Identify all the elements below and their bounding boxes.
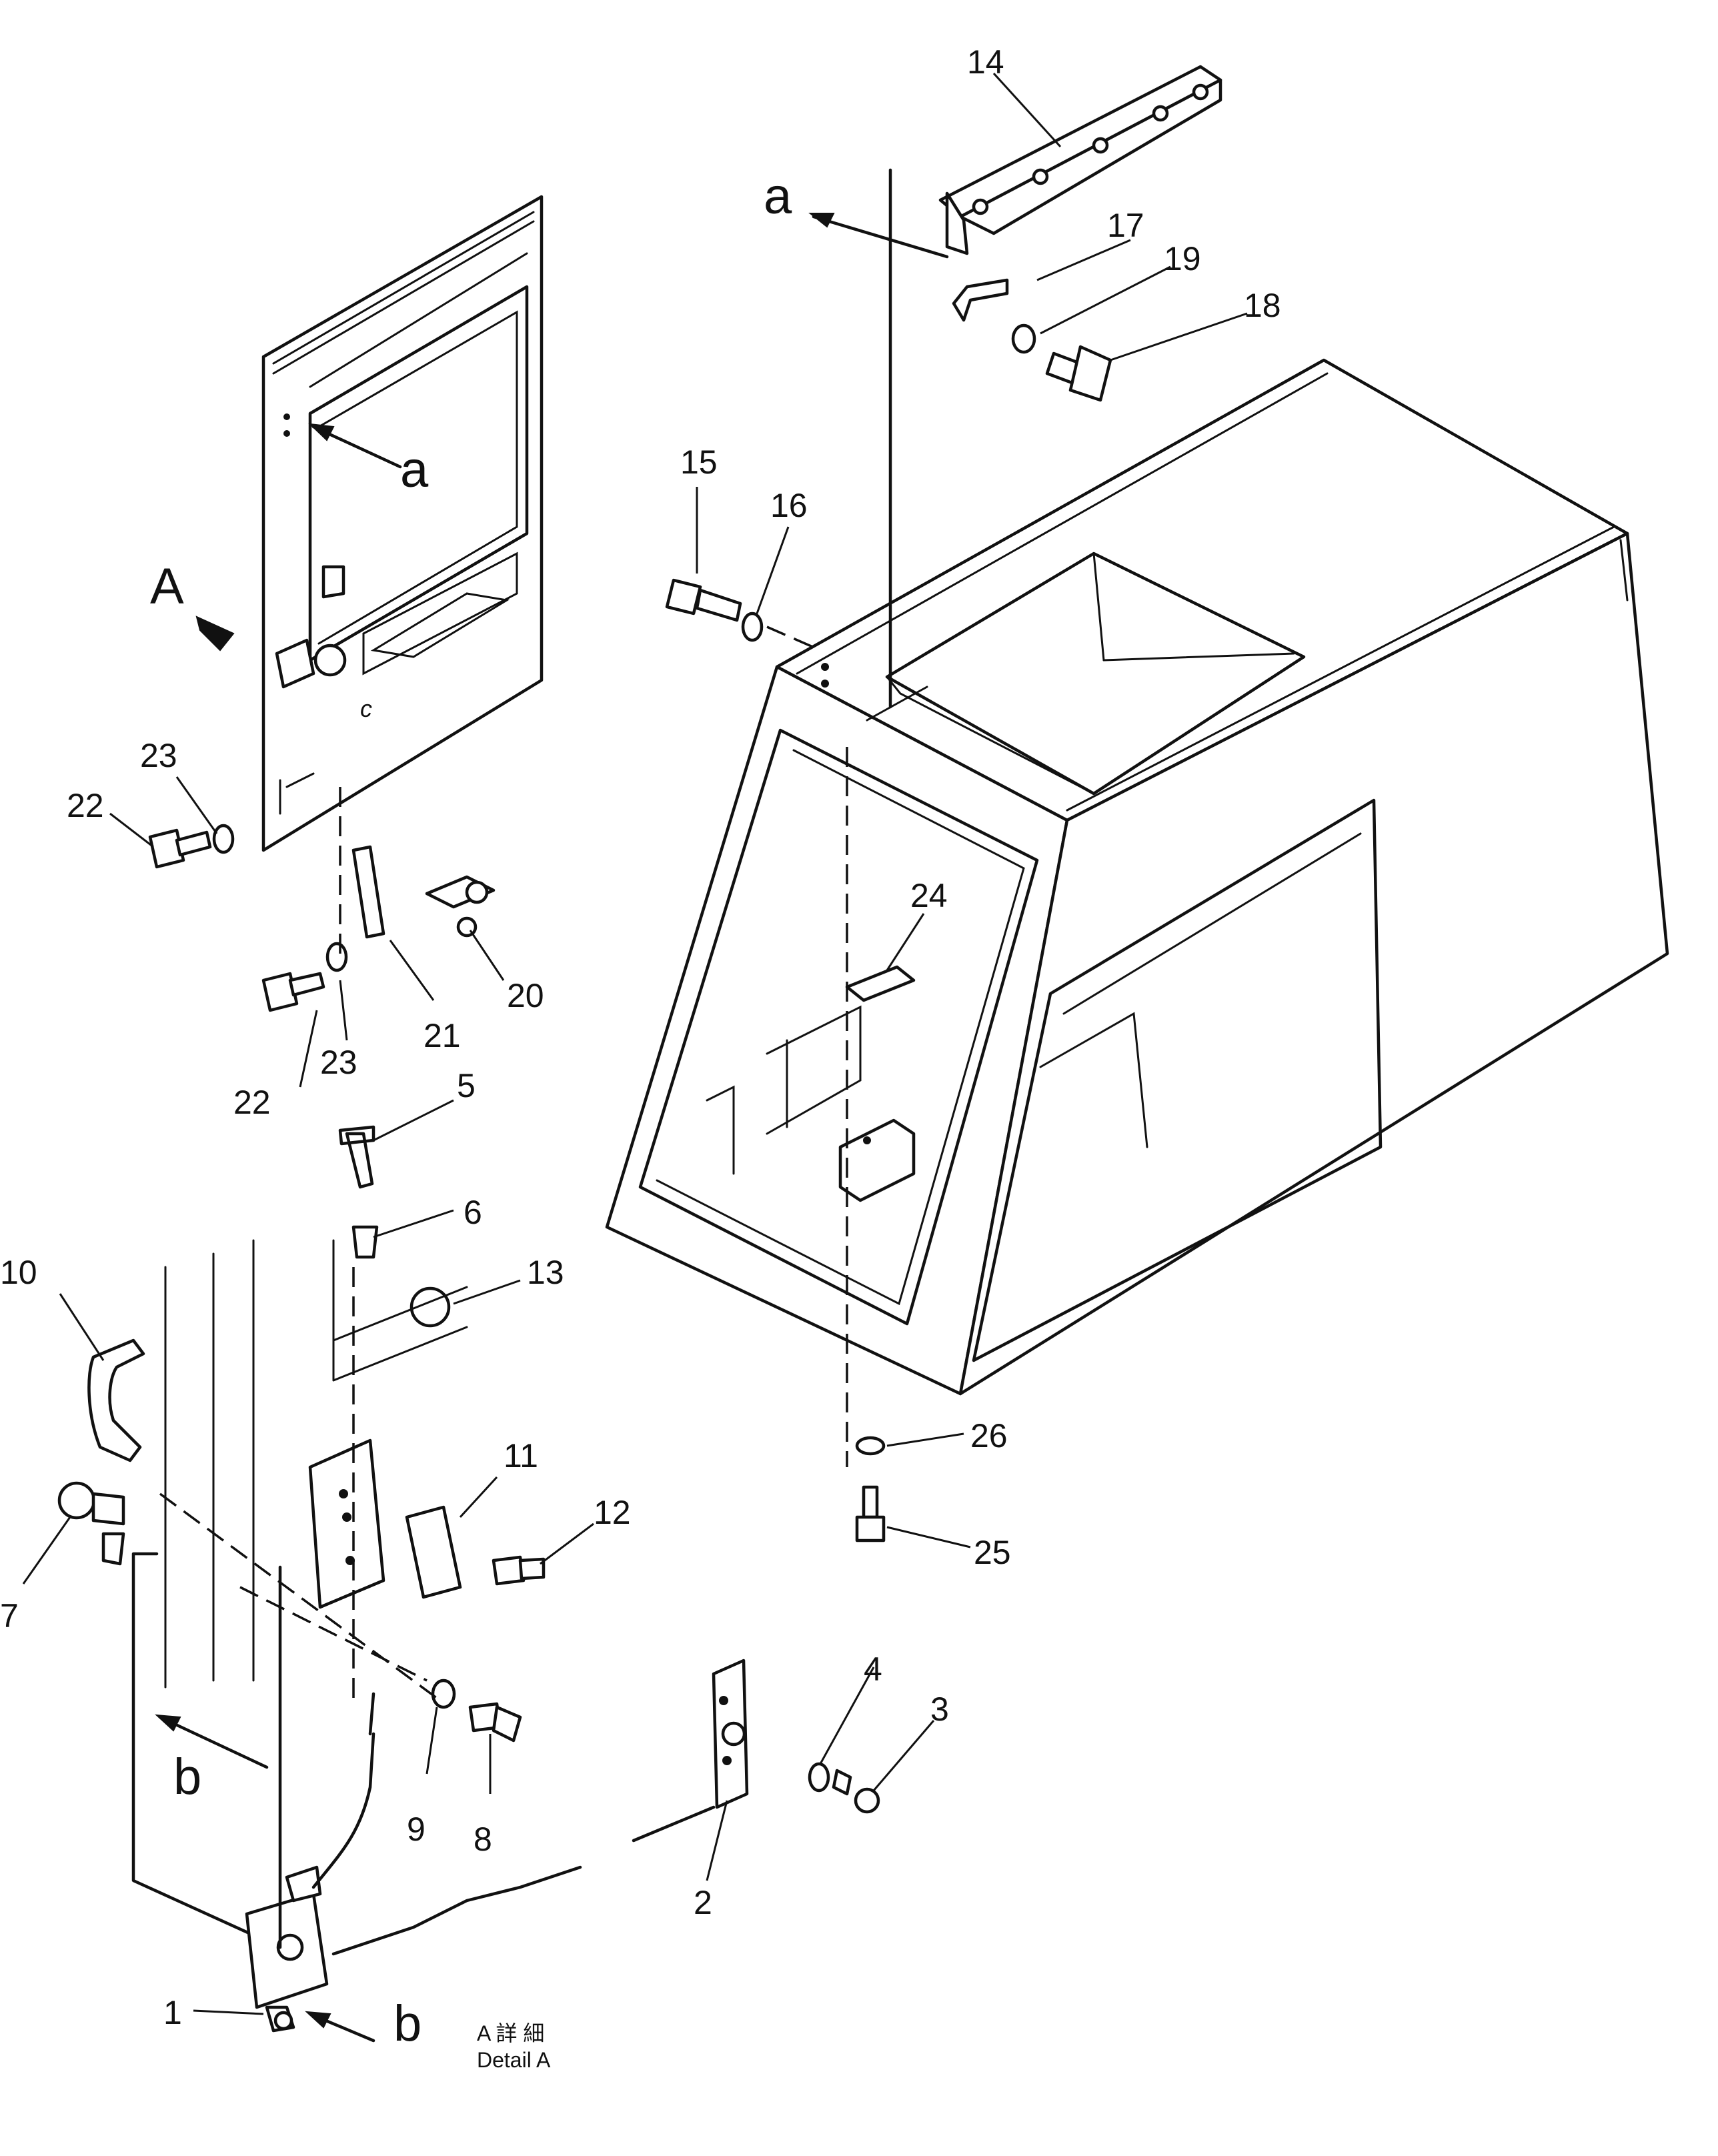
callout-15: 15 [680, 443, 718, 481]
striker-11 [405, 1505, 462, 1599]
direction-arrows [155, 213, 949, 2043]
callout-24: 24 [910, 877, 948, 914]
callout-14: 14 [967, 43, 1004, 81]
bushing-6 [351, 1225, 379, 1259]
marker-a-top: a [764, 168, 792, 225]
cab-door [261, 195, 544, 852]
bolt-22-upper [148, 828, 212, 869]
callout-11: 11 [504, 1437, 538, 1474]
callout-16: 16 [770, 487, 808, 524]
callout-20: 20 [507, 977, 544, 1014]
marker-c: c [360, 695, 372, 722]
callout-6: 6 [464, 1194, 482, 1231]
washer-26 [855, 1436, 886, 1456]
leader-lines [22, 72, 1248, 2015]
detail-note-jp: A 詳 細 [477, 2021, 544, 2045]
pin-5 [338, 1125, 375, 1189]
callout-23-upper: 23 [140, 737, 177, 774]
striker-plate [308, 1438, 385, 1609]
plate-21 [351, 845, 385, 939]
marker-A: A [150, 558, 184, 615]
view-markers: a a A c b b [150, 168, 792, 2052]
latch-plate-2 [712, 1659, 749, 1809]
callout-7: 7 [0, 1597, 19, 1635]
lock-mechanism-1 [245, 1865, 329, 2033]
vertical-rod [311, 1732, 375, 1889]
rail-bracket-14 [938, 65, 1222, 255]
callout-17: 17 [1107, 207, 1144, 244]
clip-17 [952, 278, 1009, 322]
callout-26: 26 [970, 1417, 1008, 1454]
left-frame-lines [164, 1239, 255, 1689]
callout-22-lower: 22 [233, 1084, 271, 1121]
callout-21: 21 [423, 1017, 461, 1054]
callout-12: 12 [594, 1494, 631, 1531]
cab-housing [605, 358, 1669, 1396]
left-panel-bracket [131, 1552, 282, 1949]
callout-9: 9 [407, 1811, 425, 1848]
callout-25: 25 [974, 1534, 1011, 1571]
marker-a-door: a [400, 441, 429, 498]
marker-b-left: b [173, 1749, 201, 1805]
detail-note: A 詳 細 Detail A [477, 2021, 551, 2072]
grab-handle-10 [87, 1338, 145, 1462]
callout-5: 5 [457, 1067, 476, 1104]
lower-frame-lines [332, 1239, 468, 1382]
bolt-8 [468, 1702, 522, 1743]
lock-cylinder-7 [57, 1481, 125, 1566]
callout-4: 4 [864, 1651, 882, 1688]
roller-20 [425, 875, 496, 938]
horizontal-rod [331, 1805, 716, 1956]
vertical-rod-thread [368, 1692, 375, 1736]
marker-b-bottom: b [393, 1995, 421, 2052]
washer-9 [431, 1679, 456, 1709]
callout-23-lower: 23 [320, 1044, 357, 1081]
alignment-lines [159, 168, 892, 1949]
callout-18: 18 [1244, 287, 1281, 324]
bolt-25 [855, 1485, 886, 1542]
washer-16 [741, 612, 764, 642]
callout-1: 1 [163, 1994, 182, 2031]
washer-23-upper [212, 824, 235, 854]
callout-22-upper: 22 [67, 787, 104, 824]
washer-23-lower [325, 942, 348, 972]
callout-19: 19 [1164, 240, 1201, 277]
callout-2: 2 [694, 1884, 712, 1921]
bolt-22-lower [261, 972, 325, 1012]
bolt-15 [665, 578, 742, 622]
washer-19 [1011, 323, 1036, 354]
bolt-3 [832, 1769, 880, 1814]
bolt-12 [492, 1555, 546, 1586]
callout-13: 13 [527, 1254, 564, 1291]
washer-4 [808, 1762, 830, 1793]
callout-labels: 14 17 19 18 15 16 24 26 25 23 22 22 23 2… [0, 43, 1281, 2031]
callout-8: 8 [474, 1821, 492, 1858]
callout-10: 10 [0, 1254, 37, 1291]
bolt-18 [1045, 345, 1112, 402]
detail-note-en: Detail A [477, 2048, 551, 2072]
callout-3: 3 [930, 1691, 949, 1728]
